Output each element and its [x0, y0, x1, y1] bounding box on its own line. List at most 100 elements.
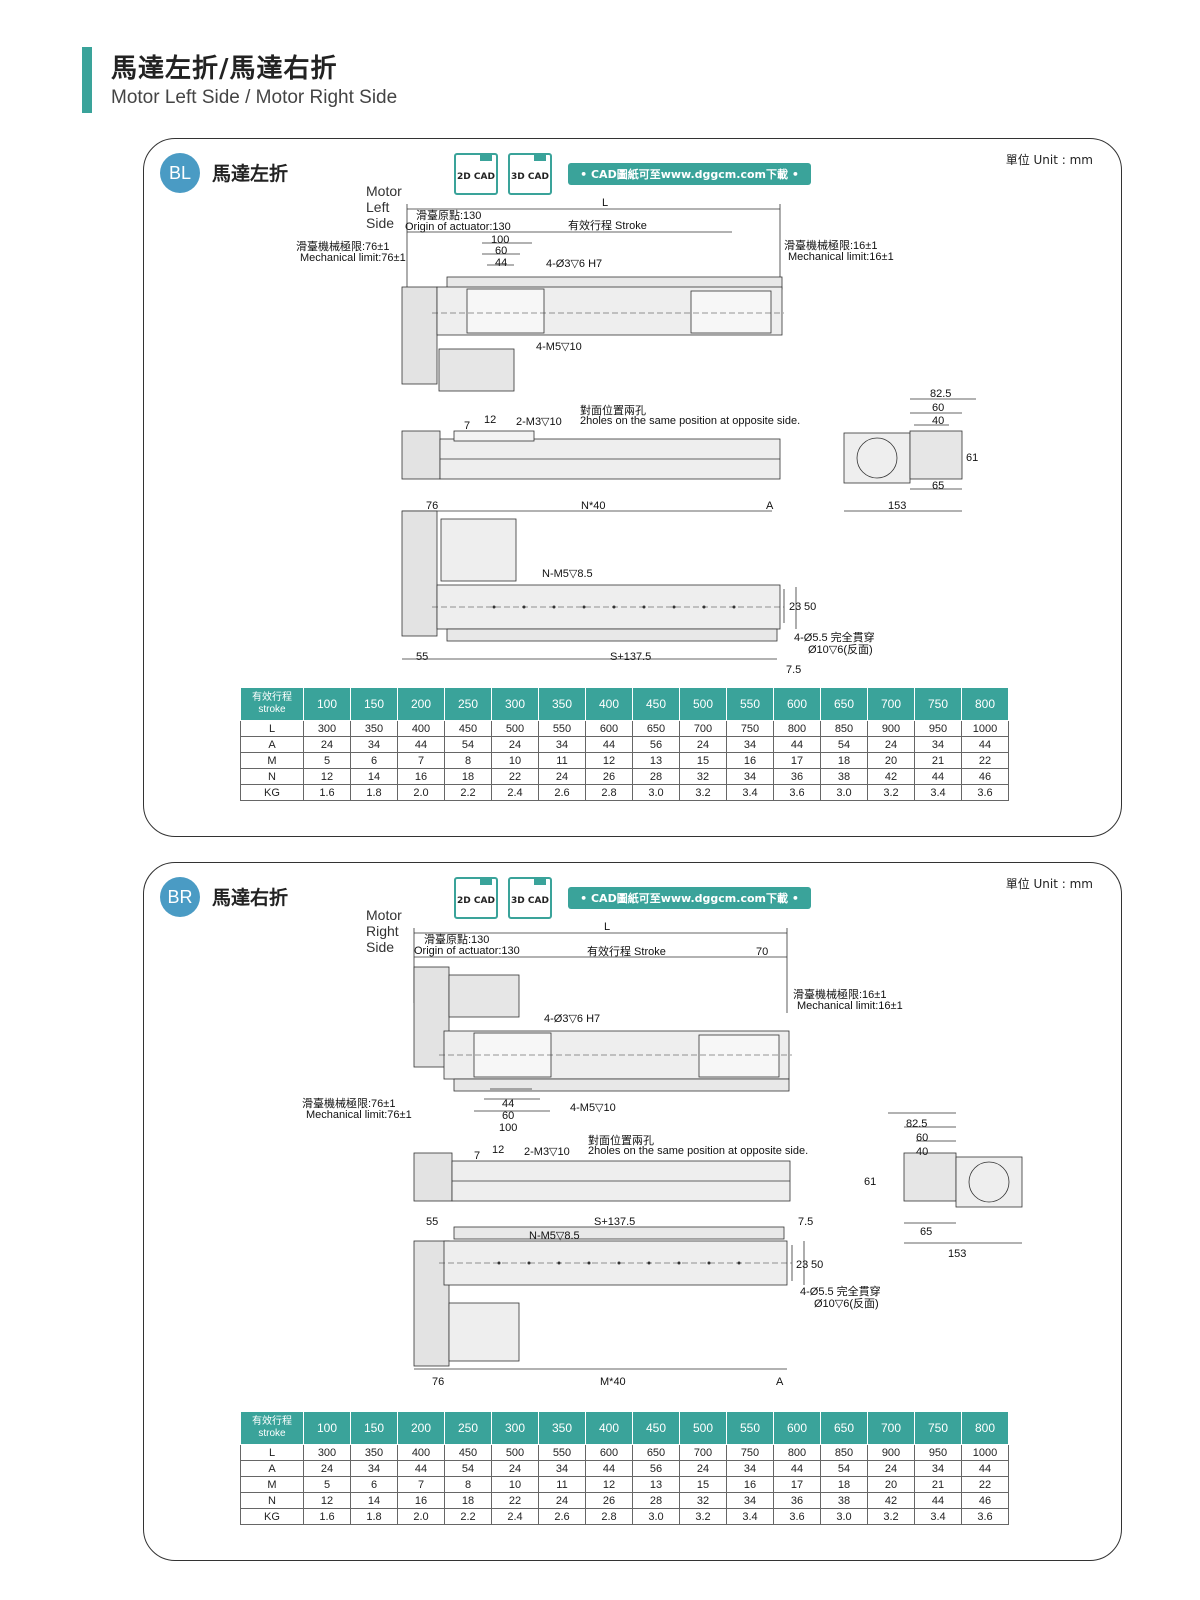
- svg-text:76: 76: [426, 500, 438, 512]
- cad-3d-button[interactable]: 3D CAD: [508, 877, 552, 919]
- svg-text:60: 60: [916, 1132, 928, 1144]
- svg-text:70: 70: [756, 946, 768, 958]
- unit-label: 單位 Unit : mm: [1005, 153, 1093, 167]
- svg-text:Ø10▽6(反面): Ø10▽6(反面): [808, 643, 873, 656]
- drawing-motor-left: L 滑臺原點:130 Origin of actuator:130 有效行程 S…: [296, 197, 978, 676]
- floppy-icon: [480, 153, 492, 161]
- svg-text:A: A: [766, 500, 774, 512]
- svg-text:100: 100: [499, 1122, 517, 1134]
- svg-text:4-M5▽10: 4-M5▽10: [570, 1102, 616, 1114]
- svg-text:對面位置兩孔: 對面位置兩孔: [588, 1133, 654, 1147]
- svg-text:4-Ø5.5 完全貫穿: 4-Ø5.5 完全貫穿: [800, 1284, 881, 1298]
- header-accent-bar: [82, 47, 92, 113]
- cad-2d-button[interactable]: 2D CAD: [454, 877, 498, 919]
- svg-text:76: 76: [432, 1376, 444, 1388]
- floppy-icon: [534, 877, 546, 885]
- floppy-icon: [480, 877, 492, 885]
- svg-text:153: 153: [888, 500, 906, 512]
- svg-text:N-M5▽8.5: N-M5▽8.5: [542, 568, 593, 580]
- svg-text:4-Ø3▽6 H7: 4-Ø3▽6 H7: [546, 258, 602, 270]
- cad-2d-button[interactable]: 2D CAD: [454, 153, 498, 195]
- drawing-motor-right: L 滑臺原點:130 Origin of actuator:130 有效行程 S…: [302, 921, 1023, 1388]
- svg-text:7.5: 7.5: [798, 1216, 813, 1228]
- svg-text:23: 23: [789, 601, 801, 613]
- cad-3d-button[interactable]: 3D CAD: [508, 153, 552, 195]
- svg-text:滑臺原點:130: 滑臺原點:130: [424, 932, 489, 946]
- svg-text:S+137.5: S+137.5: [610, 651, 651, 663]
- badge-br: BR: [160, 877, 200, 917]
- svg-text:Mechanical limit:76±1: Mechanical limit:76±1: [306, 1109, 412, 1121]
- svg-text:55: 55: [416, 651, 428, 663]
- svg-text:對面位置兩孔: 對面位置兩孔: [580, 403, 646, 417]
- cad-download-link[interactable]: • CAD圖紙可至www.dggcm.com下載 •: [568, 887, 811, 909]
- svg-text:2holes on the same position at: 2holes on the same position at opposite …: [580, 415, 800, 427]
- svg-text:滑臺機械極限:16±1: 滑臺機械極限:16±1: [793, 987, 886, 1001]
- svg-text:65: 65: [920, 1226, 932, 1238]
- svg-text:40: 40: [916, 1146, 928, 1158]
- svg-text:4-M5▽10: 4-M5▽10: [536, 341, 582, 353]
- svg-text:M*40: M*40: [600, 1376, 626, 1388]
- page-subtitle: Motor Left Side / Motor Right Side: [111, 87, 398, 108]
- svg-text:60: 60: [932, 402, 944, 414]
- svg-text:滑臺機械極限:76±1: 滑臺機械極限:76±1: [302, 1096, 395, 1110]
- svg-text:Ø10▽6(反面): Ø10▽6(反面): [814, 1297, 879, 1310]
- floppy-icon: [534, 153, 546, 161]
- svg-text:23: 23: [796, 1259, 808, 1271]
- svg-text:60: 60: [495, 245, 507, 257]
- svg-text:82.5: 82.5: [930, 388, 951, 400]
- svg-text:Mechanical limit:16±1: Mechanical limit:16±1: [788, 251, 894, 263]
- badge-bl: BL: [160, 153, 200, 193]
- svg-text:12: 12: [492, 1144, 504, 1156]
- svg-text:有效行程 Stroke: 有效行程 Stroke: [587, 944, 666, 958]
- svg-text:2holes on the same position at: 2holes on the same position at opposite …: [588, 1145, 808, 1157]
- svg-text:滑臺機械極限:76±1: 滑臺機械極限:76±1: [296, 239, 389, 253]
- cad-download-link[interactable]: • CAD圖紙可至www.dggcm.com下載 •: [568, 163, 811, 185]
- svg-text:L: L: [602, 197, 608, 209]
- svg-text:A: A: [776, 1376, 784, 1388]
- svg-text:Origin of actuator:130: Origin of actuator:130: [405, 221, 511, 233]
- svg-text:60: 60: [502, 1110, 514, 1122]
- svg-text:Mechanical limit:76±1: Mechanical limit:76±1: [300, 252, 406, 264]
- svg-text:2-M3▽10: 2-M3▽10: [524, 1146, 570, 1158]
- svg-text:153: 153: [948, 1248, 966, 1260]
- svg-text:12: 12: [484, 414, 496, 426]
- svg-text:44: 44: [495, 257, 507, 269]
- svg-text:82.5: 82.5: [906, 1118, 927, 1130]
- svg-text:44: 44: [502, 1098, 514, 1110]
- svg-text:L: L: [604, 921, 610, 933]
- svg-text:50: 50: [804, 601, 816, 613]
- page-title: 馬達左折/馬達右折: [111, 54, 338, 84]
- svg-text:61: 61: [864, 1176, 876, 1188]
- svg-text:100: 100: [491, 234, 509, 246]
- svg-text:40: 40: [932, 415, 944, 427]
- svg-text:4-Ø3▽6 H7: 4-Ø3▽6 H7: [544, 1013, 600, 1025]
- svg-text:S+137.5: S+137.5: [594, 1216, 635, 1228]
- svg-text:N-M5▽8.5: N-M5▽8.5: [529, 1230, 580, 1242]
- svg-text:65: 65: [932, 480, 944, 492]
- svg-text:Mechanical limit:16±1: Mechanical limit:16±1: [797, 1000, 903, 1012]
- svg-text:7: 7: [474, 1150, 480, 1162]
- svg-text:滑臺原點:130: 滑臺原點:130: [416, 208, 481, 222]
- svg-text:Origin of actuator:130: Origin of actuator:130: [414, 945, 520, 957]
- svg-text:有效行程 Stroke: 有效行程 Stroke: [568, 218, 647, 232]
- unit-label: 單位 Unit : mm: [1005, 877, 1093, 891]
- svg-text:7: 7: [464, 420, 470, 432]
